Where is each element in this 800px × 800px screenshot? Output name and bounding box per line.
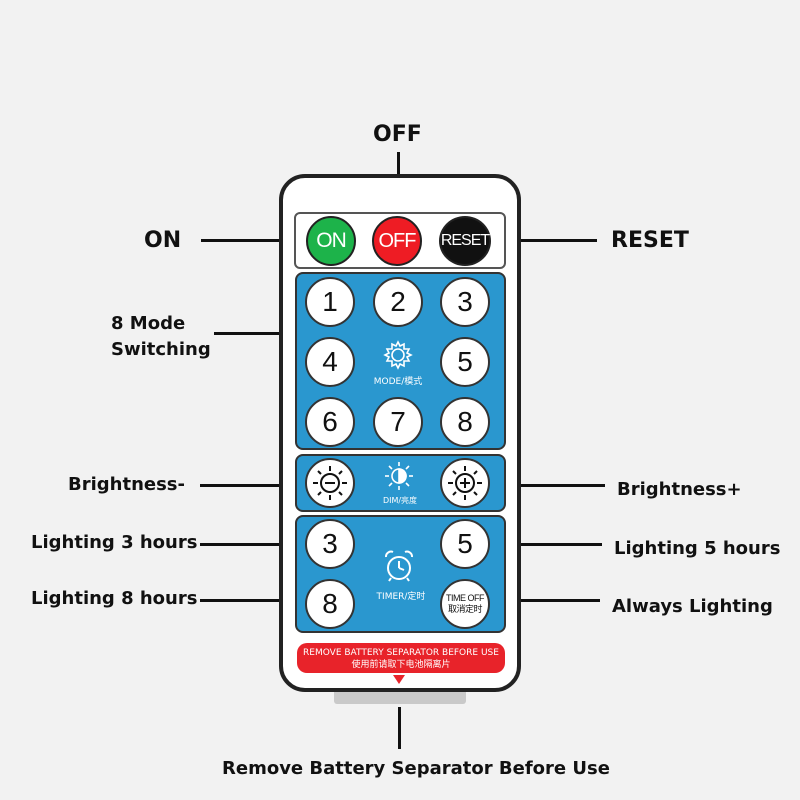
line-brightness-plus: [490, 484, 605, 487]
mode-button-6[interactable]: 6: [305, 397, 355, 447]
line-lighting-3: [200, 543, 304, 546]
time-off-button[interactable]: TIME OFF 取消定时: [440, 579, 490, 629]
mode-button-7[interactable]: 7: [373, 397, 423, 447]
label-battery-separator: Remove Battery Separator Before Use: [222, 758, 610, 779]
banner-text-en: REMOVE BATTERY SEPARATOR BEFORE USE: [303, 648, 499, 658]
battery-banner: REMOVE BATTERY SEPARATOR BEFORE USE 使用前请…: [297, 643, 505, 673]
line-battery: [398, 707, 401, 749]
time-off-label-en: TIME OFF: [446, 593, 485, 603]
sun-minus-icon: [313, 466, 347, 500]
time-off-label-cn: 取消定时: [447, 604, 483, 614]
label-off: OFF: [373, 122, 422, 147]
reset-button[interactable]: RESET: [439, 216, 491, 266]
line-always: [490, 599, 600, 602]
off-button[interactable]: OFF: [372, 216, 422, 266]
dim-icon: [385, 462, 413, 490]
alarm-clock-icon: [385, 550, 413, 582]
line-mode: [214, 332, 304, 335]
mode-button-5[interactable]: 5: [440, 337, 490, 387]
line-brightness-minus: [200, 484, 306, 487]
line-reset: [490, 239, 597, 242]
label-lighting-5: Lighting 5 hours: [614, 538, 781, 559]
brightness-minus-button[interactable]: [305, 458, 355, 508]
banner-text-cn: 使用前请取下电池隔离片: [351, 660, 451, 670]
mode-button-3[interactable]: 3: [440, 277, 490, 327]
battery-tab[interactable]: [334, 688, 466, 704]
brightness-plus-button[interactable]: [440, 458, 490, 508]
dim-caption: DIM/亮度: [382, 496, 418, 505]
timer-3-button[interactable]: 3: [305, 519, 355, 569]
line-lighting-5: [490, 543, 602, 546]
line-on: [201, 239, 306, 242]
down-arrow-icon: [393, 675, 405, 684]
mode-button-4[interactable]: 4: [305, 337, 355, 387]
label-brightness-minus: Brightness-: [68, 474, 185, 495]
mode-button-1[interactable]: 1: [305, 277, 355, 327]
label-brightness-plus: Brightness+: [617, 479, 742, 500]
mode-button-8[interactable]: 8: [440, 397, 490, 447]
gear-icon: [383, 340, 413, 370]
label-always-lighting: Always Lighting: [612, 596, 773, 617]
label-mode-line2: Switching: [111, 339, 211, 360]
on-button[interactable]: ON: [306, 216, 356, 266]
mode-caption: MODE/模式: [373, 377, 423, 387]
label-lighting-3: Lighting 3 hours: [31, 532, 198, 553]
label-lighting-8: Lighting 8 hours: [31, 588, 198, 609]
label-reset: RESET: [611, 228, 689, 253]
label-mode-switching: 8 Mode Switching: [111, 311, 211, 363]
line-lighting-8: [200, 599, 304, 602]
sun-plus-icon: [448, 466, 482, 500]
label-on: ON: [144, 228, 182, 253]
timer-8-button[interactable]: 8: [305, 579, 355, 629]
timer-5-button[interactable]: 5: [440, 519, 490, 569]
timer-caption: TIMER/定时: [376, 592, 426, 602]
mode-button-2[interactable]: 2: [373, 277, 423, 327]
label-mode-line1: 8 Mode: [111, 313, 186, 334]
